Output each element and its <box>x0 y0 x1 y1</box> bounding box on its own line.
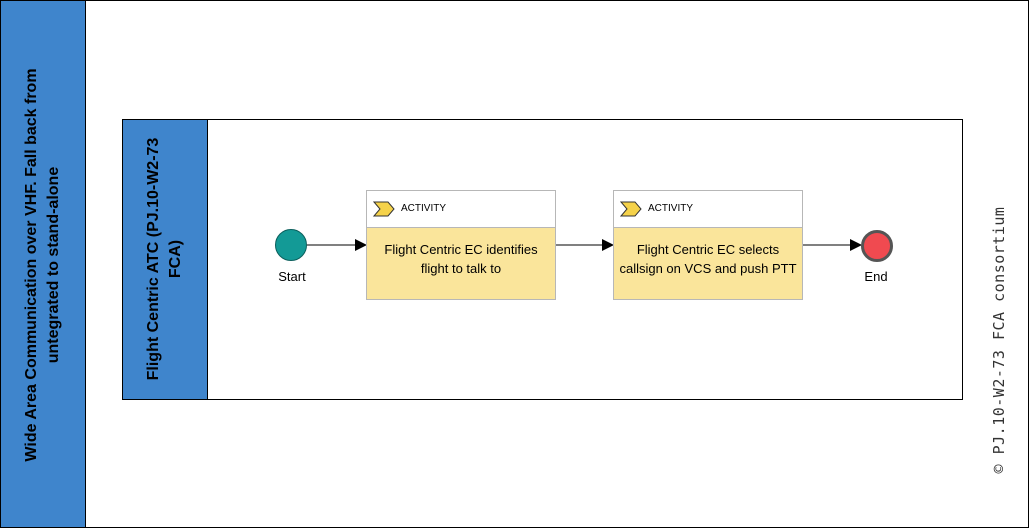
end-event[interactable] <box>861 230 893 262</box>
chevron-flag-icon <box>373 201 395 217</box>
task-identify-flight[interactable]: ACTIVITY Flight Centric EC identifies fl… <box>366 190 556 300</box>
task-type-label: ACTIVITY <box>401 203 447 214</box>
task-text: Flight Centric EC selects callsign on VC… <box>619 241 797 276</box>
chevron-flag-icon <box>620 201 642 217</box>
task-type-label: ACTIVITY <box>648 203 694 214</box>
pool-header: Wide Area Communication over VHF. Fall b… <box>1 1 86 527</box>
task-text: Flight Centric EC identifies flight to t… <box>384 241 538 276</box>
start-event-label: Start <box>278 269 306 284</box>
end-event-label: End <box>864 269 888 284</box>
task-header: ACTIVITY <box>367 191 555 228</box>
task-select-callsign[interactable]: ACTIVITY Flight Centric EC selects calls… <box>613 190 803 300</box>
task-header: ACTIVITY <box>614 191 802 228</box>
copyright-text: © PJ.10-W2-73 FCA consortium <box>990 206 1008 474</box>
start-event[interactable] <box>275 229 307 261</box>
lane-header: Flight Centric ATC (PJ.10-W2-73 FCA) <box>123 120 208 399</box>
